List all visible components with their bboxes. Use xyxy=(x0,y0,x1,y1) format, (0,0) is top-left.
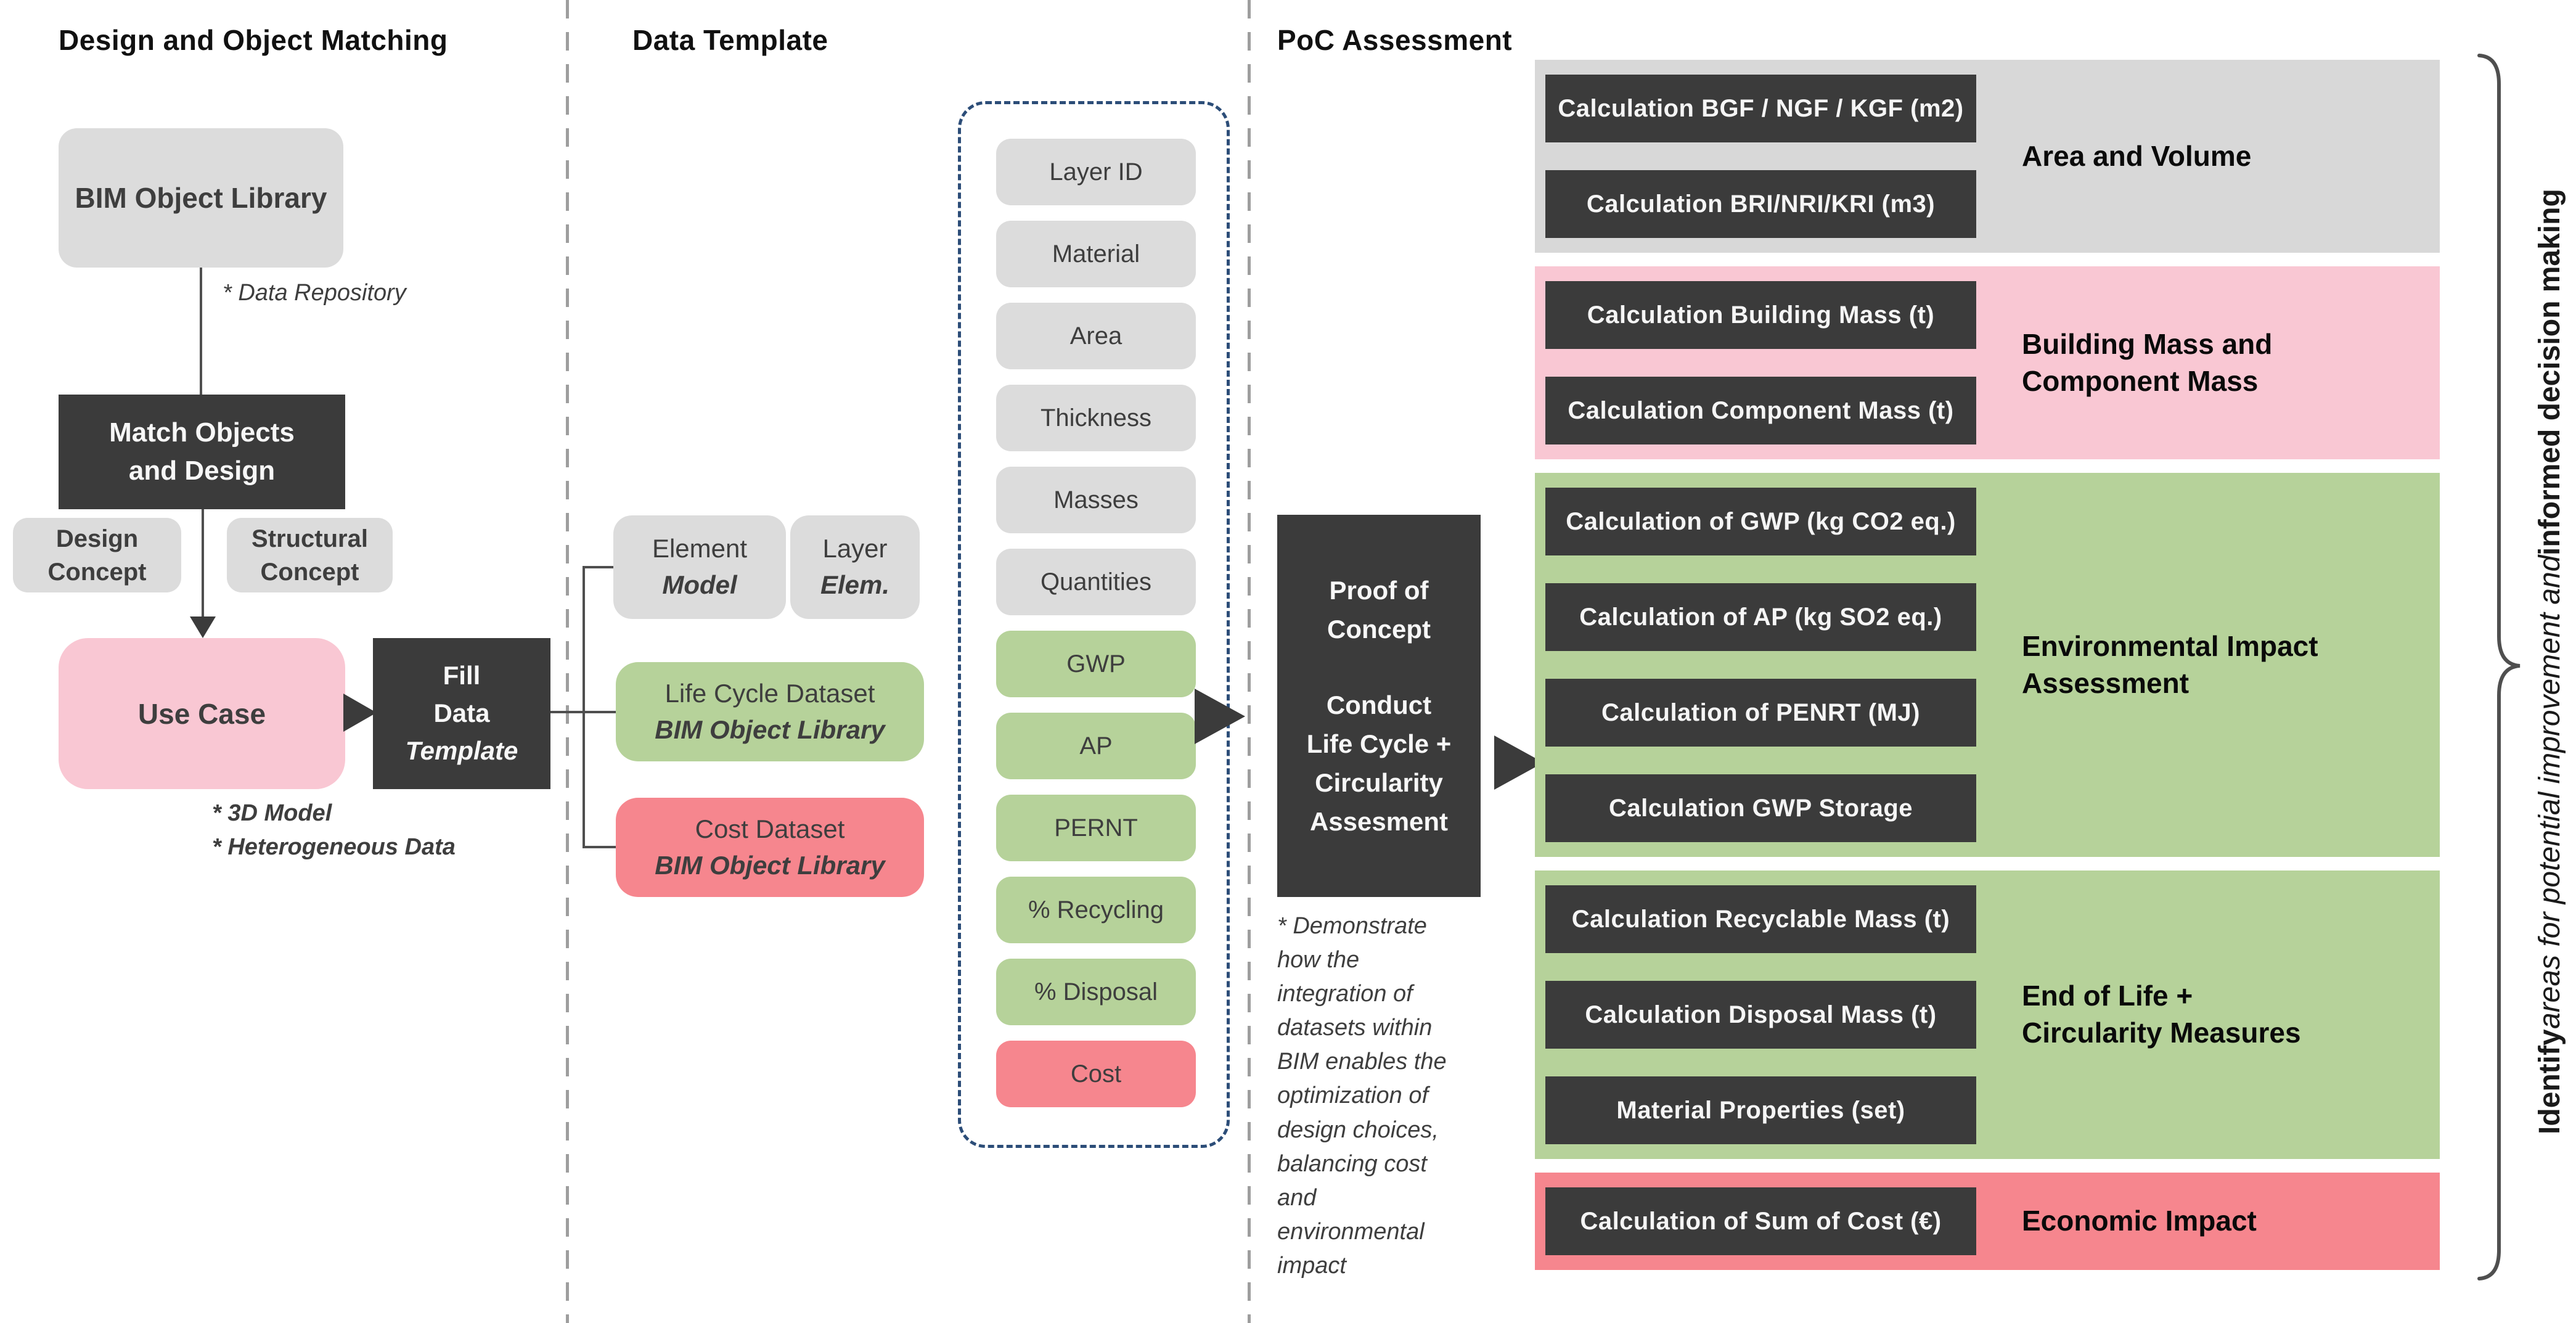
proof-of-concept-body: Conduct Life Cycle + Circularity Assesme… xyxy=(1307,686,1452,841)
calc-box: Material Properties (set) xyxy=(1545,1076,1976,1144)
group-band-1: Calculation Building Mass (t) Calculation… xyxy=(1535,266,2440,459)
calc-box: Calculation BGF / NGF / KGF (m2) xyxy=(1545,75,1976,142)
column-divider-1 xyxy=(566,0,569,1323)
template-field: AP xyxy=(996,713,1196,779)
structural-concept-box: Structural Concept xyxy=(227,518,393,592)
column-divider-2 xyxy=(1248,0,1251,1323)
calc-box: Calculation of PENRT (MJ) xyxy=(1545,679,1976,747)
cost-dataset-sub: BIM Object Library xyxy=(655,848,885,884)
group-label: End of Life + Circularity Measures xyxy=(2022,870,2301,1159)
proof-of-concept-box: Proof of Concept Conduct Life Cycle + Ci… xyxy=(1277,515,1481,897)
arrow-down-icon xyxy=(190,616,216,640)
template-field: Quantities xyxy=(996,549,1196,615)
lifecycle-dataset-label: Life Cycle Dataset xyxy=(665,676,875,712)
group-band-4: Calculation of Sum of Cost (€) Economic I… xyxy=(1535,1173,2440,1270)
calc-box: Calculation of Sum of Cost (€) xyxy=(1545,1187,1976,1255)
lifecycle-dataset-box: Life Cycle Dataset BIM Object Library xyxy=(616,662,924,761)
cost-dataset-label: Cost Dataset xyxy=(695,811,845,848)
use-case-box: Use Case xyxy=(59,638,345,789)
calc-box: Calculation of AP (kg SO2 eq.) xyxy=(1545,583,1976,651)
lifecycle-dataset-sub: BIM Object Library xyxy=(655,712,885,748)
proof-of-concept-heading: Proof of Concept xyxy=(1327,571,1431,649)
element-label: Element xyxy=(652,531,747,567)
data-repository-note: * Data Repository xyxy=(223,276,406,310)
connector-filldata-trunk xyxy=(550,711,584,713)
calc-box: Calculation GWP Storage xyxy=(1545,774,1976,842)
design-concept-box: Design Concept xyxy=(13,518,181,592)
connector-trunk xyxy=(583,566,585,848)
template-field: Area xyxy=(996,303,1196,369)
group-band-2: Calculation of GWP (kg CO2 eq.) Calculati… xyxy=(1535,473,2440,857)
connector-branch-cost xyxy=(583,846,617,848)
connector-bim-to-match xyxy=(200,268,202,395)
side-annotation-bold1: Identify xyxy=(2533,1029,2567,1134)
calc-box: Calculation Building Mass (t) xyxy=(1545,281,1976,349)
side-annotation: Identify areas for potential improvement… xyxy=(2524,0,2576,1323)
element-model-label: Model xyxy=(662,567,737,604)
title-poc-assessment: PoC Assessment xyxy=(1277,23,1512,57)
template-field: Material xyxy=(996,221,1196,287)
template-field: Layer ID xyxy=(996,139,1196,205)
layer-elem-box: Layer Elem. xyxy=(790,515,920,619)
calc-box: Calculation of GWP (kg CO2 eq.) xyxy=(1545,488,1976,555)
group-label: Environmental Impact Assessment xyxy=(2022,473,2318,857)
calc-box: Calculation BRI/NRI/KRI (m3) xyxy=(1545,170,1976,238)
connector-branch-element xyxy=(583,566,615,568)
side-annotation-italic: areas for potential improvement and xyxy=(2533,555,2567,1029)
demonstrate-note: * Demonstrate how the integration of dat… xyxy=(1277,909,1536,1283)
calc-box: Calculation Disposal Mass (t) xyxy=(1545,981,1976,1049)
match-objects-box: Match Objects and Design xyxy=(59,395,345,509)
cost-dataset-box: Cost Dataset BIM Object Library xyxy=(616,798,924,897)
group-label: Building Mass and Component Mass xyxy=(2022,266,2272,459)
curly-brace-icon xyxy=(2474,53,2524,1281)
connector-match-to-usecase xyxy=(202,509,204,618)
connector-branch-lifecycle xyxy=(583,711,617,713)
group-label: Economic Impact xyxy=(2022,1173,2257,1270)
model-notes: * 3D Model * Heterogeneous Data xyxy=(212,797,456,864)
layer-elem-label: Elem. xyxy=(820,567,889,604)
template-field: Masses xyxy=(996,467,1196,533)
template-field: GWP xyxy=(996,631,1196,697)
title-design-object-matching: Design and Object Matching xyxy=(59,23,448,57)
template-field: PERNT xyxy=(996,795,1196,861)
fill-data-template-label: Template xyxy=(406,732,518,770)
calc-box: Calculation Recyclable Mass (t) xyxy=(1545,885,1976,953)
group-label: Area and Volume xyxy=(2022,60,2251,253)
template-field: % Disposal xyxy=(996,959,1196,1025)
side-annotation-bold2: informed decision making xyxy=(2533,189,2567,555)
template-field: Cost xyxy=(996,1041,1196,1107)
fill-data-label: Fill Data xyxy=(433,657,489,732)
template-field: Thickness xyxy=(996,385,1196,451)
calc-box: Calculation Component Mass (t) xyxy=(1545,377,1976,444)
layer-label: Layer xyxy=(822,531,887,567)
bim-object-library-box: BIM Object Library xyxy=(59,128,343,268)
title-data-template: Data Template xyxy=(632,23,828,57)
fill-data-template-box: Fill Data Template xyxy=(373,638,550,789)
arrow-right-icon-template xyxy=(1195,689,1247,744)
template-field: % Recycling xyxy=(996,877,1196,943)
group-band-3: Calculation Recyclable Mass (t) Calculati… xyxy=(1535,870,2440,1159)
element-model-box: Element Model xyxy=(613,515,786,619)
group-band-0: Calculation BGF / NGF / KGF (m2) Calculat… xyxy=(1535,60,2440,253)
